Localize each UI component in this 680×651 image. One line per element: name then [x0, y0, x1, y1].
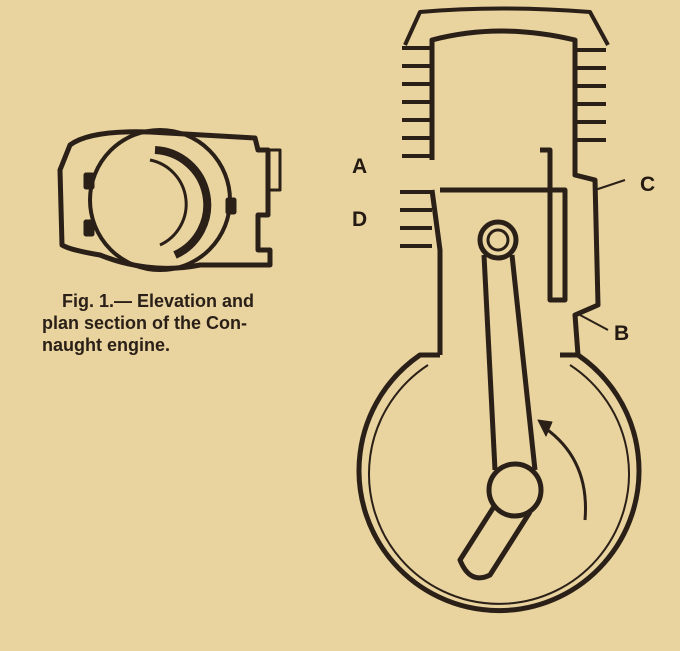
label-b: B: [614, 322, 630, 345]
caption-line-1: Fig. 1.— Elevation and: [62, 291, 255, 311]
plan-section-drawing: [57, 128, 282, 272]
label-c: C: [640, 173, 656, 196]
elevation-drawing: [356, 6, 642, 613]
caption-line-3: naught engine.: [42, 335, 170, 355]
figure-caption: Fig. 1.— Elevation and plan section of t…: [42, 290, 352, 356]
label-a: A: [352, 155, 368, 178]
caption-line-2: plan section of the Con-: [42, 313, 247, 333]
label-d: D: [352, 208, 368, 231]
